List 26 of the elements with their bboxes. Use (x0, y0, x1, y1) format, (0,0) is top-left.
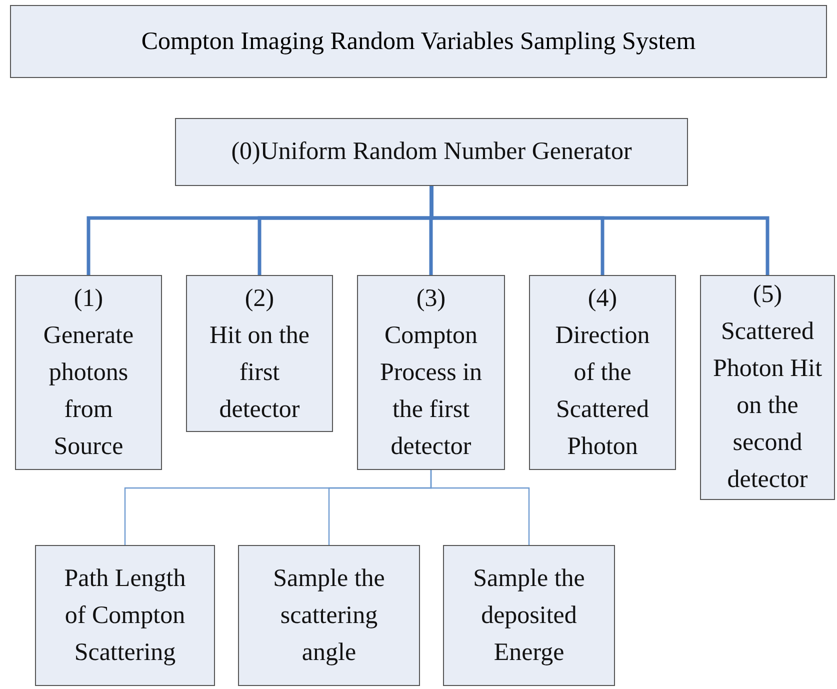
node-label: (3) (415, 284, 447, 314)
connector-line (430, 470, 530, 545)
connector-line (430, 186, 770, 275)
process-box (700, 275, 835, 500)
node-label: (0)Uniform Random Number Generator (231, 137, 632, 167)
process-box (357, 275, 505, 470)
node-label: Scattered Photon Hit on the second detector (712, 317, 824, 495)
node-label: Compton Process in the first detector (378, 321, 484, 462)
process-box (35, 545, 215, 686)
node-label: Path Length of Compton Scattering (63, 564, 187, 668)
node-label: Sample the scattering angle (272, 564, 386, 668)
title: Compton Imaging Random Variables Sampling System (141, 28, 696, 56)
process-box (15, 275, 162, 470)
node-label: (2) (244, 284, 276, 314)
process-box (238, 545, 420, 686)
process-box (175, 118, 688, 186)
node-label: (1) (72, 284, 104, 314)
node-label: Sample the deposited Energe (472, 564, 586, 668)
node-label: Direction of the Scattered Photon (554, 321, 651, 462)
node-label: Generate photons from Source (42, 321, 135, 462)
process-box (443, 545, 615, 686)
process-box (186, 275, 333, 432)
node-label: Hit on the first detector (208, 321, 310, 425)
process-box (529, 275, 676, 470)
node-label: (5) (752, 280, 782, 310)
node-label: (4) (586, 284, 618, 314)
